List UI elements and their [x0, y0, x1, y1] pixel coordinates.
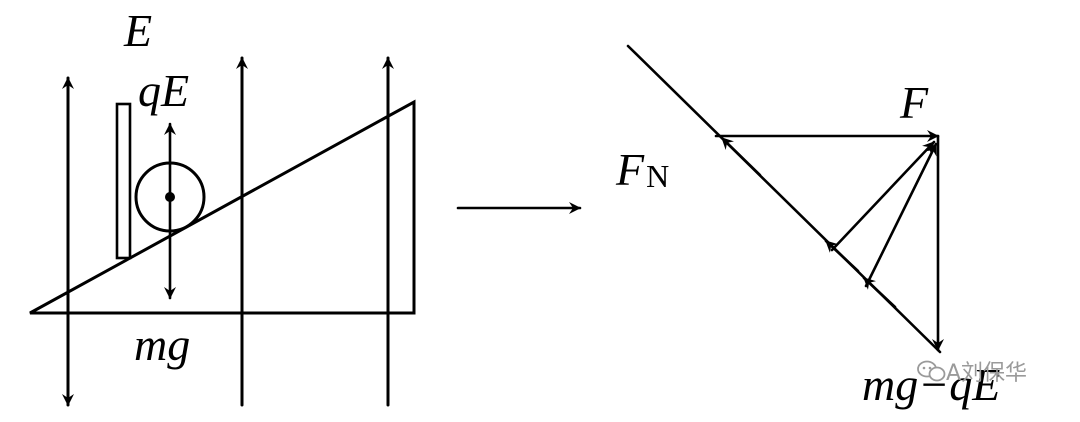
rotated-F-arrow-1 [830, 140, 936, 252]
label-mg: mg [134, 319, 190, 370]
label-qE: qE [138, 65, 189, 116]
label-FN-main: F [615, 144, 645, 195]
normal-force-arrow-2 [824, 239, 860, 273]
normal-force-arrow-3 [862, 276, 897, 309]
wechat-icon [917, 360, 946, 382]
left-panel: E qE mg [29, 5, 416, 407]
label-FN: FN [615, 144, 669, 195]
label-F: F [899, 77, 929, 128]
right-panel: F FN mg−qE A刘保华 [615, 44, 1027, 410]
incline-wedge [29, 99, 416, 315]
label-E: E [123, 5, 152, 56]
watermark-text: A刘保华 [946, 361, 1027, 386]
label-FN-subscript: N [646, 158, 669, 194]
watermark: A刘保华 [917, 360, 1027, 386]
normal-force-arrow-1 [720, 136, 762, 177]
rotated-F-arrow-2 [864, 142, 938, 288]
vertical-plate [115, 102, 132, 260]
